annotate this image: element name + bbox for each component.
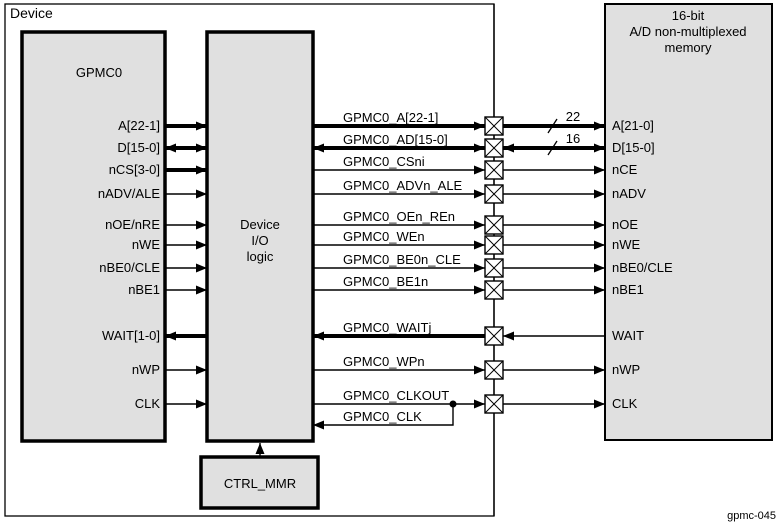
signal-row-nwp: nWP GPMC0_WPn nWP [132, 354, 640, 377]
net-label-clk-return: GPMC0_CLK [343, 409, 422, 424]
mem-pin-label: CLK [612, 396, 638, 411]
memory-title-line1: 16-bit [672, 8, 705, 23]
io-cell [484, 394, 504, 414]
mem-pin-label: nWE [612, 237, 641, 252]
mem-pin-label: nBE0/CLE [612, 260, 673, 275]
signal-row-a: A[22-1] GPMC0_A[22-1] 22 A[21-0] [118, 109, 654, 134]
gpmc-pin-label: D[15-0] [117, 140, 160, 155]
mem-pin-label: nADV [612, 186, 646, 201]
signal-row-noe: nOE/nRE GPMC0_OEn_REn nOE [105, 209, 638, 232]
junction-dot [449, 400, 457, 408]
bus-width-label: 16 [566, 131, 580, 146]
io-cell [484, 215, 504, 235]
io-logic-title-line3: logic [247, 249, 274, 264]
gpmc-pin-label: nCS[3-0] [109, 162, 160, 177]
net-label: GPMC0_WPn [343, 354, 425, 369]
io-logic-title-line2: I/O [251, 233, 268, 248]
signal-row-nbe1: nBE1 GPMC0_BE1n nBE1 [128, 274, 644, 297]
memory-title-line2: A/D non-multiplexed [629, 24, 746, 39]
gpmc-pin-label: nWE [132, 237, 161, 252]
device-label: Device [10, 5, 53, 21]
gpmc-pin-label: A[22-1] [118, 118, 160, 133]
gpmc-pin-label: CLK [135, 396, 161, 411]
memory-block [604, 3, 773, 441]
gpmc-pin-label: WAIT[1-0] [102, 328, 160, 343]
io-cell [484, 160, 504, 180]
net-label: GPMC0_WAITj [343, 320, 431, 335]
mem-pin-label: A[21-0] [612, 118, 654, 133]
io-cell [484, 280, 504, 300]
net-label: GPMC0_CSni [343, 154, 425, 169]
io-cell [484, 326, 504, 346]
io-cell [484, 184, 504, 204]
net-label: GPMC0_AD[15-0] [343, 132, 448, 147]
signal-row-d: D[15-0] GPMC0_AD[15-0] 16 D[15-0] [117, 131, 655, 156]
net-label: GPMC0_BE0n_CLE [343, 252, 461, 267]
net-label: GPMC0_ADVn_ALE [343, 178, 463, 193]
signal-row-ncs: nCS[3-0] GPMC0_CSni nCE [109, 154, 638, 177]
bus-width-label: 22 [566, 109, 580, 124]
mem-pin-label: nCE [612, 162, 638, 177]
signal-row-wait: WAIT[1-0] GPMC0_WAITj WAIT [102, 320, 644, 343]
mem-pin-label: nBE1 [612, 282, 644, 297]
bus-width-slash [547, 140, 558, 156]
gpmc-pin-label: nWP [132, 362, 160, 377]
figure-caption: gpmc-045 [727, 510, 776, 522]
io-cell [484, 258, 504, 278]
io-cell [484, 116, 504, 136]
gpmc-pin-label: nBE0/CLE [99, 260, 160, 275]
net-label: GPMC0_A[22-1] [343, 110, 438, 125]
bus-width-slash [547, 118, 558, 134]
gpmc0-title: GPMC0 [76, 65, 122, 80]
mem-pin-label: WAIT [612, 328, 644, 343]
io-cell [484, 138, 504, 158]
signal-row-clk: CLK GPMC0_CLKOUT GPMC0_CLK CLK [135, 388, 638, 430]
net-label: GPMC0_CLKOUT [343, 388, 449, 403]
gpmc-pin-label: nOE/nRE [105, 217, 160, 232]
io-logic-title-line1: Device [240, 217, 280, 232]
gpmc0-block [20, 30, 167, 443]
signal-row-nbe0: nBE0/CLE GPMC0_BE0n_CLE nBE0/CLE [99, 252, 673, 275]
signal-row-nwe: nWE GPMC0_WEn nWE [132, 229, 641, 252]
gpmc-pin-label: nBE1 [128, 282, 160, 297]
gpmc-pin-label: nADV/ALE [98, 186, 160, 201]
mem-pin-label: nOE [612, 217, 638, 232]
ctrl-mmr-title: CTRL_MMR [224, 476, 296, 491]
net-label: GPMC0_OEn_REn [343, 209, 455, 224]
mem-pin-label: nWP [612, 362, 640, 377]
signal-row-nadv: nADV/ALE GPMC0_ADVn_ALE nADV [98, 178, 646, 201]
mem-pin-label: D[15-0] [612, 140, 655, 155]
io-logic-block [205, 30, 315, 443]
io-cell [484, 360, 504, 380]
net-label: GPMC0_WEn [343, 229, 425, 244]
net-label: GPMC0_BE1n [343, 274, 428, 289]
clk-feedback-wire [313, 404, 454, 430]
io-cells [484, 116, 504, 414]
io-cell [484, 235, 504, 255]
memory-title-line3: memory [665, 40, 712, 55]
